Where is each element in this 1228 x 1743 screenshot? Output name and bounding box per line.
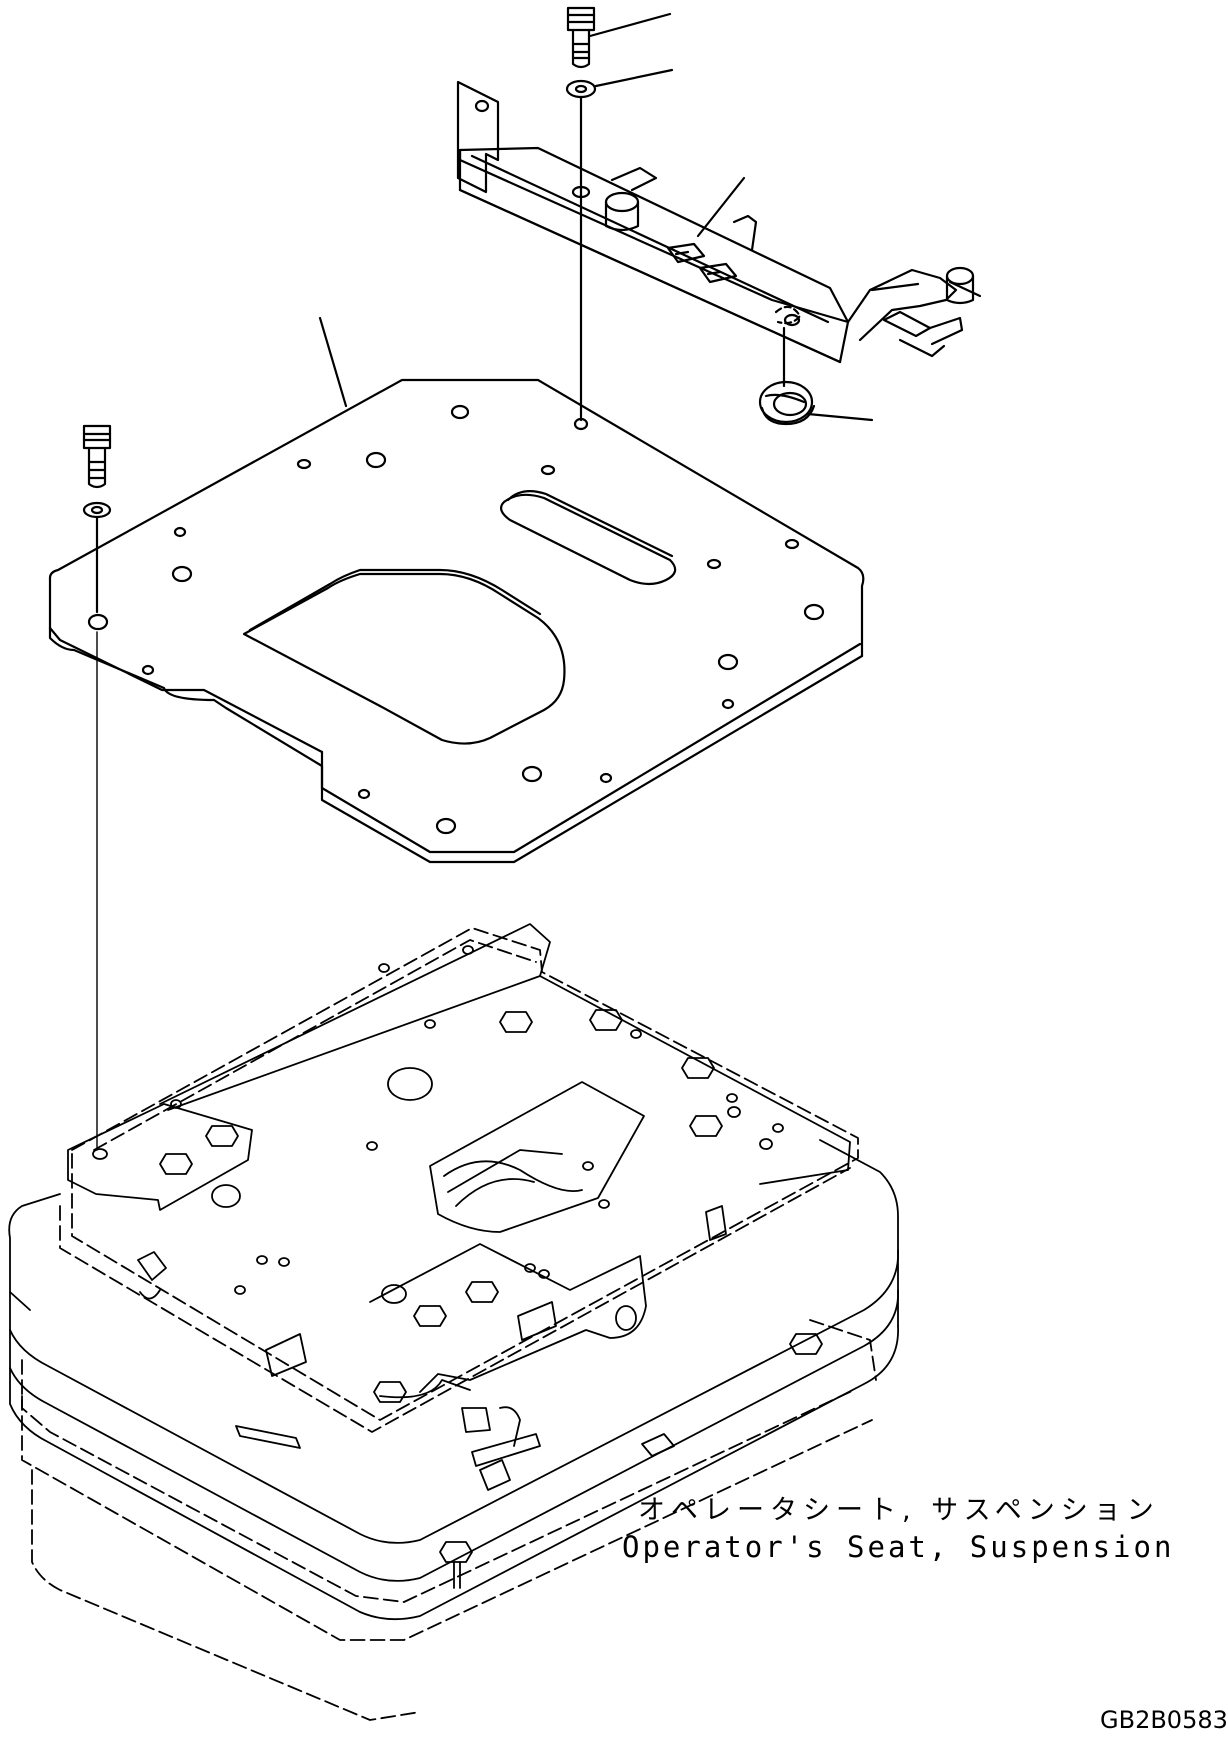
leader-bracket bbox=[696, 176, 746, 238]
caption-english: Operator's Seat, Suspension bbox=[622, 1530, 1175, 1564]
top-bolt bbox=[566, 6, 596, 69]
leader-top-washer bbox=[594, 68, 674, 88]
mounting-plate bbox=[48, 378, 865, 864]
leader-grommet bbox=[806, 412, 874, 422]
left-washer bbox=[82, 501, 112, 519]
seat-suspension-solid bbox=[8, 923, 899, 1621]
grommet bbox=[758, 380, 816, 426]
seat-suspension-assembly bbox=[21, 927, 877, 1721]
left-bolt bbox=[82, 424, 112, 489]
drawing-code: GB2B0583 bbox=[1100, 1706, 1228, 1734]
mounting-bracket bbox=[456, 80, 982, 364]
suspension-bolts bbox=[159, 1009, 823, 1589]
leader-top-bolt bbox=[588, 12, 672, 38]
caption-japanese: オペレータシート, サスペンション bbox=[638, 1495, 1160, 1526]
leader-plate bbox=[318, 316, 348, 408]
top-washer bbox=[565, 79, 597, 99]
